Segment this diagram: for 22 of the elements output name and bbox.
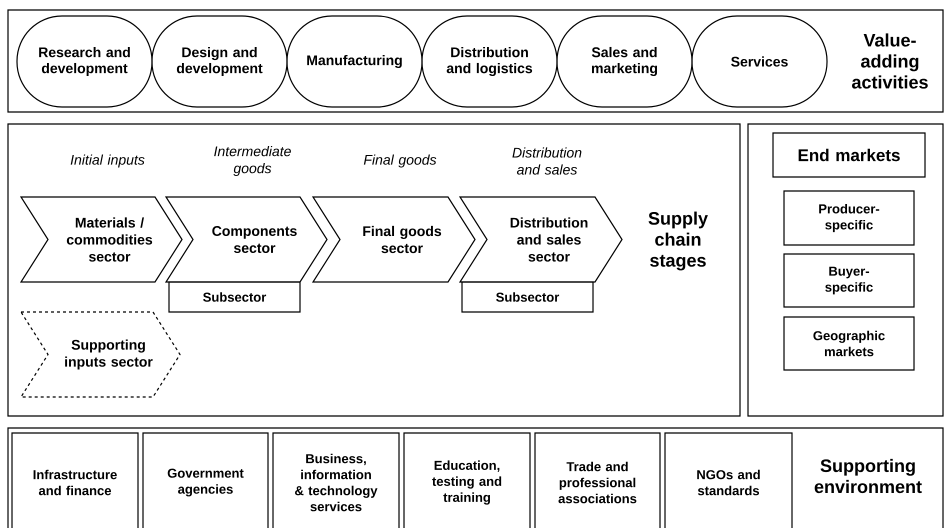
stage-label: Initial inputs bbox=[70, 154, 145, 168]
label-box: NGOs and standards bbox=[664, 432, 793, 528]
label-box: Producer-specific bbox=[783, 190, 915, 246]
label-box: Trade and professional associations bbox=[534, 432, 661, 528]
label-box: Education, testing and training bbox=[403, 432, 531, 528]
stage-label: Distribution and sales bbox=[512, 147, 582, 175]
label-box: Subsector bbox=[168, 281, 301, 313]
label-box: Government agencies bbox=[142, 432, 269, 528]
stage-label: Final goods bbox=[364, 154, 436, 168]
stage-box: Components sector bbox=[164, 196, 328, 283]
stage-box: Materials / commodities sector bbox=[20, 196, 183, 283]
label-box: End markets bbox=[772, 132, 926, 178]
stage-label: Intermediate goods bbox=[214, 146, 291, 176]
label-box: Geographic markets bbox=[783, 316, 915, 371]
label-box: Buyer-specific bbox=[783, 253, 915, 308]
label-box: Infrastructure and finance bbox=[11, 432, 139, 528]
panel bbox=[747, 123, 944, 417]
stage-box: Final goods sector bbox=[312, 196, 476, 283]
label-box: Subsector bbox=[461, 281, 594, 313]
label-box: Business, information & technology services bbox=[272, 432, 400, 528]
stage-box: Distribution and sales sector bbox=[458, 196, 623, 283]
stage-box: Supporting inputs sector bbox=[20, 311, 181, 398]
